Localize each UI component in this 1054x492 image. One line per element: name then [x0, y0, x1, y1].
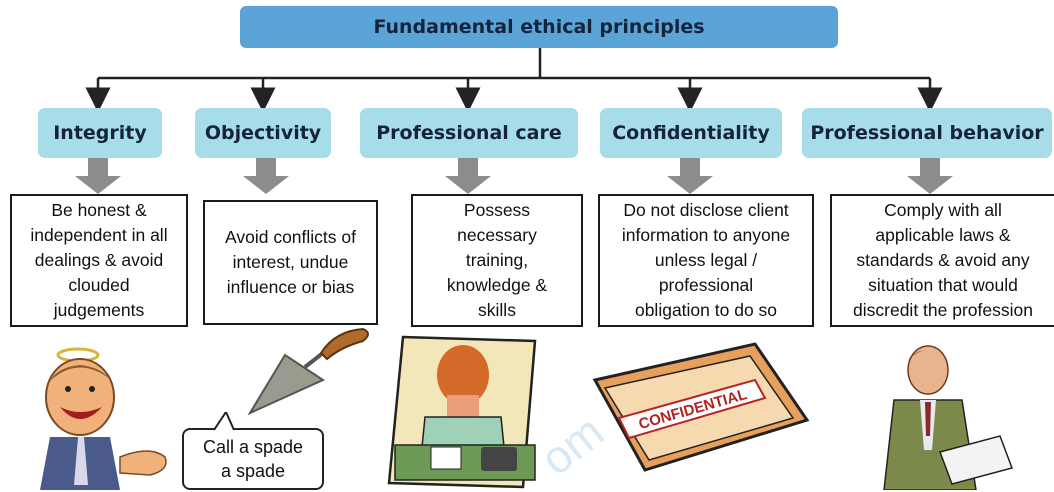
person-at-desk-clipart: [387, 335, 537, 489]
down-arrow-icon: [243, 158, 289, 194]
description-professional-care: Possess necessary training, knowledge & …: [411, 194, 583, 327]
category-objectivity: Objectivity: [195, 108, 331, 158]
diagram-title: Fundamental ethical principles: [240, 6, 838, 48]
trowel-clipart: [247, 327, 369, 416]
down-arrow-icon: [907, 158, 953, 194]
speech-bubble: Call a spade a spade: [182, 428, 324, 490]
down-arrow-icon: [75, 158, 121, 194]
businessman-clipart: [883, 345, 1013, 490]
description-confidentiality: Do not disclose client information to an…: [598, 194, 814, 327]
speech-bubble-tail: [213, 412, 235, 431]
category-confidentiality: Confidentiality: [600, 108, 782, 158]
description-objectivity: Avoid conflicts of interest, undue influ…: [203, 200, 378, 325]
category-professional-care: Professional care: [360, 108, 578, 158]
down-arrow-icon: [667, 158, 713, 194]
description-integrity: Be honest & independent in all dealings …: [10, 194, 188, 327]
category-integrity: Integrity: [38, 108, 162, 158]
angel-man-clipart: [40, 347, 167, 490]
down-arrow-icon: [445, 158, 491, 194]
description-professional-behavior: Comply with all applicable laws & standa…: [830, 194, 1054, 327]
confidential-folder-clipart: CONFIDENTIAL: [592, 342, 810, 472]
category-professional-behavior: Professional behavior: [802, 108, 1052, 158]
